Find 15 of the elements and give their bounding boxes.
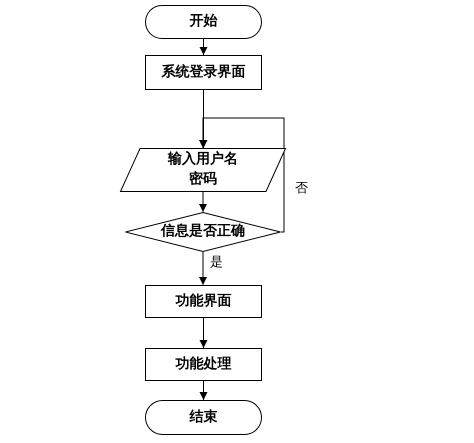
arrow <box>200 38 208 56</box>
arrow <box>200 380 208 400</box>
node-label: 结束 <box>190 408 218 426</box>
arrow <box>200 318 208 348</box>
node-label: 功能处理 <box>176 355 232 374</box>
arrow <box>199 118 284 232</box>
edge-label: 否 <box>294 180 309 195</box>
node-label: 系统登录界面 <box>162 63 246 82</box>
arrow <box>199 252 207 286</box>
node-label: 功能界面 <box>176 292 232 310</box>
arrow <box>199 192 207 212</box>
node-label: 信息是否正确 <box>161 222 245 241</box>
edge-label: 是 <box>209 254 224 269</box>
node-label: 开始 <box>190 12 218 31</box>
node-label: 输入用户名密码 <box>167 150 239 189</box>
